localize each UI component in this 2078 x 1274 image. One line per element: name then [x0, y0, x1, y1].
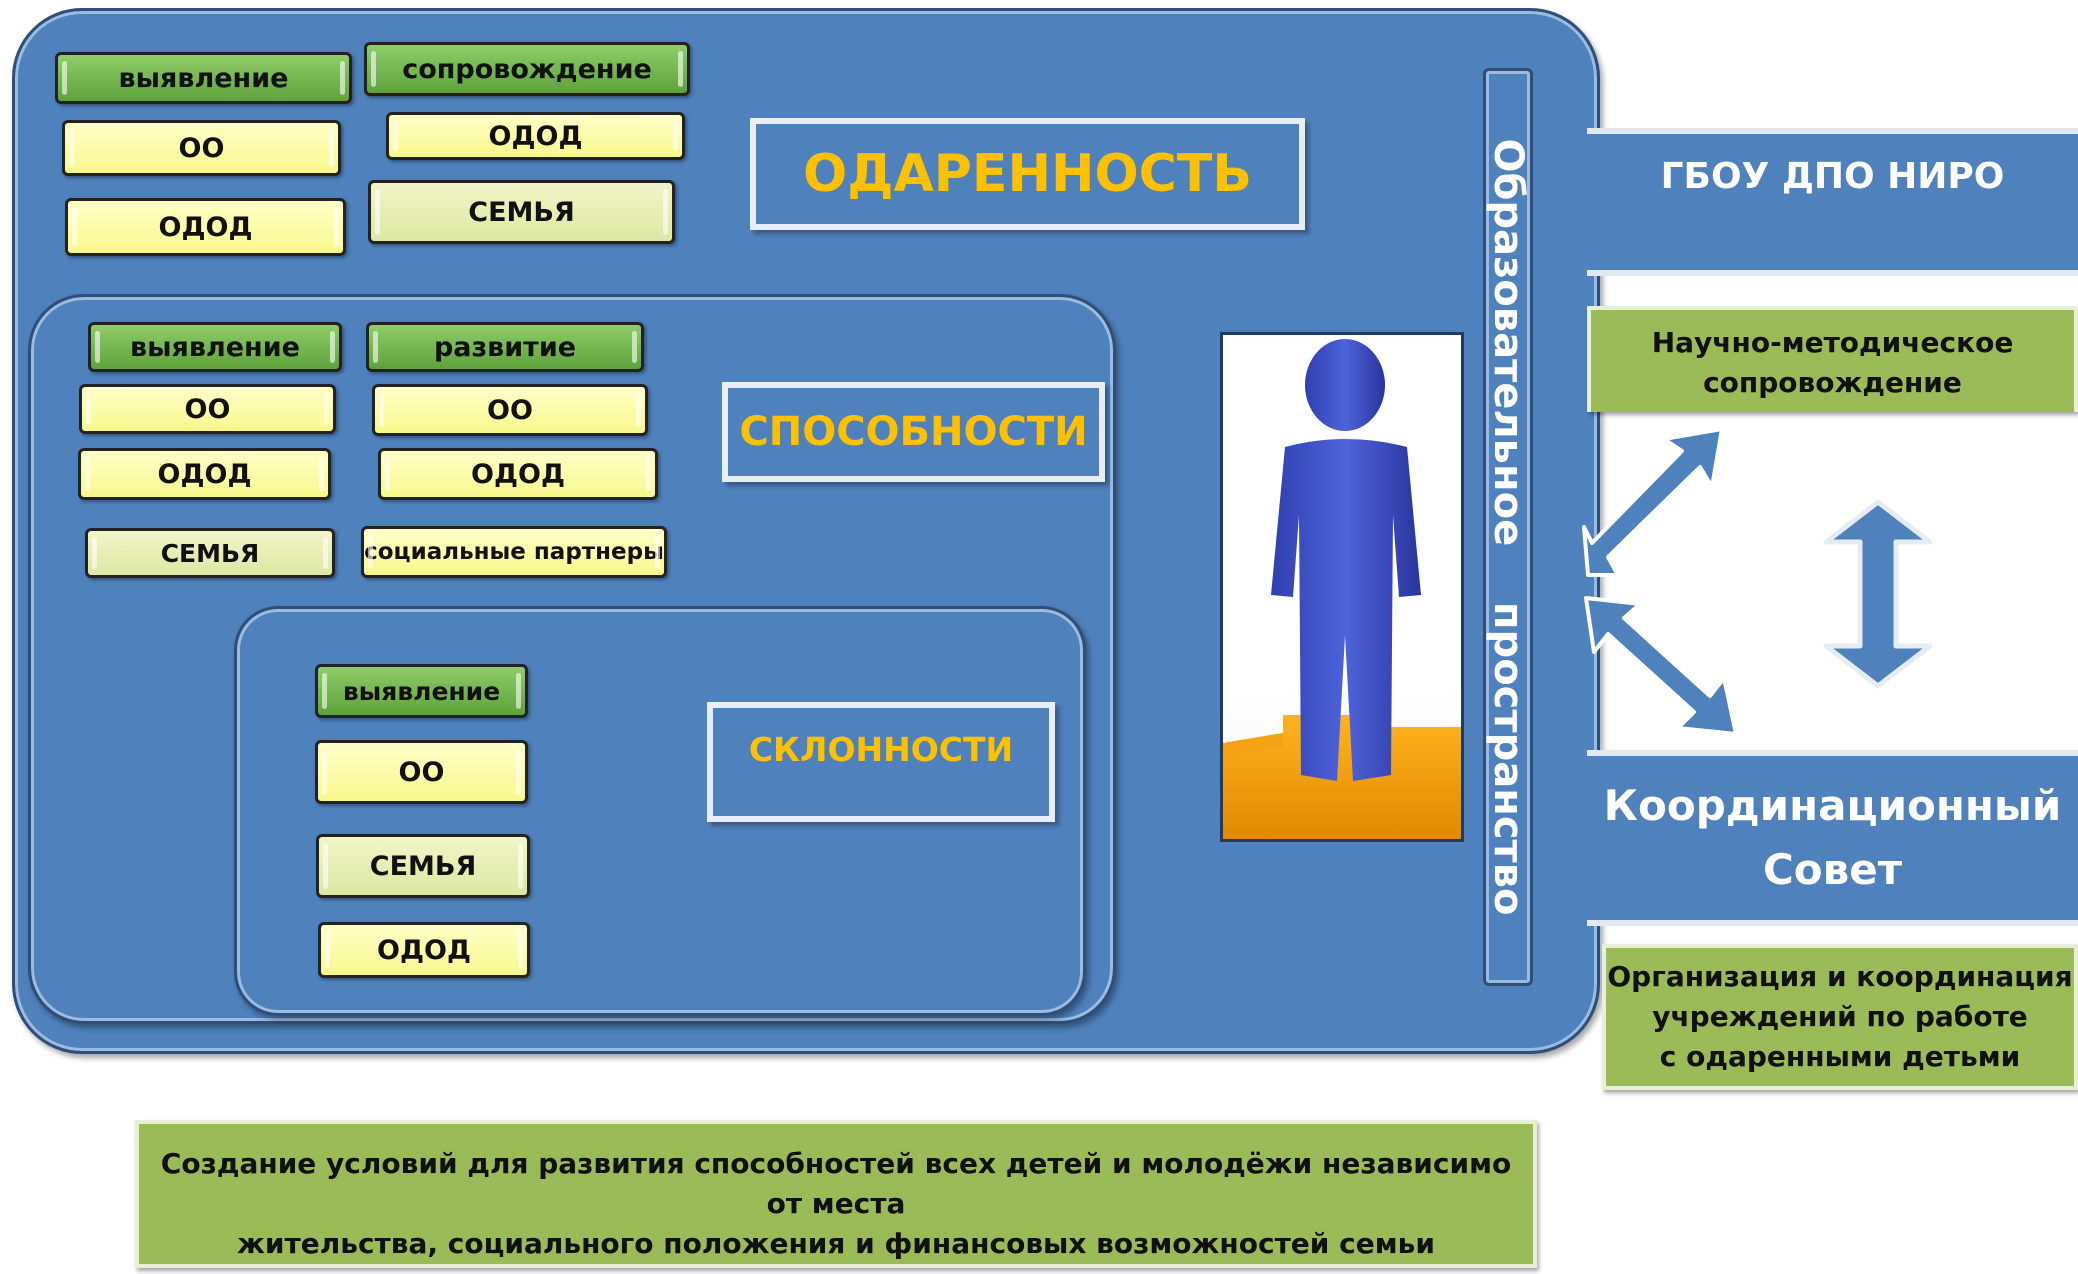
niro-text: ГБОУ ДПО НИРО [1660, 156, 2005, 197]
scientific-methodical-line2: сопровождение [1703, 366, 1962, 399]
coordination-council-block: Координационный Совет [1587, 750, 2078, 926]
double-arrow-diagonal-up-icon [1582, 427, 1724, 577]
inner-label-identification: выявление [315, 664, 528, 718]
middle-label-family: СЕМЬЯ [85, 528, 335, 578]
organization-line3: с одаренными детьми [1659, 1040, 2021, 1073]
giftedness-title: ОДАРЕННОСТЬ [750, 118, 1305, 230]
goal-statement-block: Создание условий для развития способност… [135, 1120, 1537, 1268]
abilities-title-text: СПОСОБНОСТИ [739, 409, 1088, 455]
inclinations-title-text: СКЛОННОСТИ [748, 730, 1014, 769]
educational-space-bar: Образовательное пространство [1483, 68, 1533, 986]
middle-label-oo-2: ОО [372, 384, 648, 436]
organization-line2: учреждений по работе [1652, 1000, 2028, 1033]
inner-label-odod: ОДОД [318, 922, 530, 978]
double-arrow-diagonal-down-icon [1584, 596, 1738, 736]
giftedness-title-text: ОДАРЕННОСТЬ [803, 144, 1252, 204]
middle-label-development: развитие [366, 322, 644, 372]
goal-statement-line2: жительства, социального положения и фина… [237, 1227, 1435, 1260]
person-figure-image [1220, 332, 1464, 842]
double-arrow-vertical-icon [1823, 499, 1933, 689]
middle-label-odod: ОДОД [78, 448, 331, 500]
middle-label-social-partners: социальные партнеры [361, 526, 667, 578]
middle-label-identification: выявление [88, 322, 342, 372]
inner-label-family: СЕМЬЯ [316, 834, 530, 898]
outer-label-family: СЕМЬЯ [368, 180, 675, 244]
outer-label-odod: ОДОД [65, 198, 346, 256]
inner-label-oo: ОО [315, 740, 528, 804]
niro-block: ГБОУ ДПО НИРО [1587, 128, 2078, 276]
outer-label-oo: ОО [62, 120, 341, 176]
middle-label-oo: ОО [79, 384, 336, 434]
scientific-methodical-block: Научно-методическое сопровождение [1587, 306, 2078, 412]
outer-label-odod-2: ОДОД [386, 112, 685, 160]
goal-statement-line1: Создание условий для развития способност… [160, 1147, 1512, 1220]
abilities-title: СПОСОБНОСТИ [722, 382, 1105, 482]
person-figure-icon [1223, 339, 1461, 839]
outer-label-support: сопровождение [364, 42, 690, 96]
organization-line1: Организация и координация [1607, 960, 2073, 993]
educational-space-text: Образовательное пространство [1485, 138, 1531, 916]
outer-label-identification: выявление [55, 52, 352, 104]
scientific-methodical-line1: Научно-методическое [1651, 326, 2014, 359]
inclinations-title: СКЛОННОСТИ [707, 702, 1055, 822]
coordination-council-line1: Координационный [1603, 781, 2062, 830]
coordination-council-line2: Совет [1762, 845, 1903, 894]
organization-coordination-block: Организация и координация учреждений по … [1602, 944, 2078, 1090]
middle-label-odod-2: ОДОД [378, 448, 658, 500]
